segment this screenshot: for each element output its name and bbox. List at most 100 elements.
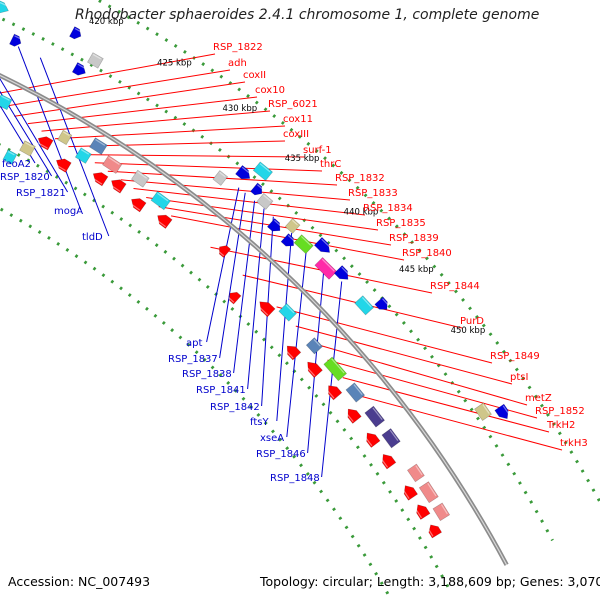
gene-feature-64: [427, 524, 443, 539]
gene-label-coxii: coxII: [243, 70, 266, 81]
gene-feature-34: [266, 218, 282, 232]
gene-shine-59: [415, 465, 423, 476]
gene-shape-51: [345, 382, 366, 403]
gene-feature-22: [102, 155, 123, 174]
gene-feature-63: [432, 502, 451, 522]
gene-shine-42: [257, 305, 269, 316]
gene-shine-64: [427, 528, 434, 537]
gene-shape-58: [494, 403, 509, 420]
topology-text: Topology: circular; Length: 3,188,609 bp…: [260, 574, 600, 589]
gene-feature-40: [333, 265, 350, 280]
gene-feature-52: [345, 408, 362, 424]
gene-shine-56: [380, 458, 389, 468]
gene-shape-19: [74, 147, 92, 164]
gene-feature-43: [278, 303, 297, 322]
gene-shine-62: [415, 508, 422, 519]
gene-shine-40: [341, 266, 350, 276]
gene-feature-14: [2, 149, 18, 165]
connector-right-13: [146, 197, 379, 231]
gene-feature-42: [257, 301, 276, 318]
backbone-highlight: [0, 74, 508, 566]
gene-feature-48: [305, 361, 323, 379]
gene-shape-50: [328, 385, 343, 401]
gene-feature-12: [87, 52, 104, 69]
gene-shine-13: [77, 63, 86, 70]
gene-shine-21: [92, 177, 103, 185]
gene-label-rsp-1820: RSP_1820: [0, 172, 50, 183]
connector-right-12: [133, 188, 366, 216]
gene-shape-42: [259, 301, 276, 318]
gene-shine-46: [285, 349, 294, 359]
connector-left-4: [17, 46, 82, 211]
gene-feature-36: [280, 233, 296, 247]
connector-right-19: [295, 325, 513, 385]
gene-shine-18: [55, 164, 66, 172]
gene-feature-11: [69, 26, 82, 40]
connector-left-11: [276, 233, 293, 422]
gene-feature-layer: [0, 0, 510, 539]
gene-feature-35: [284, 218, 301, 234]
gene-shape-17: [57, 129, 73, 146]
gene-shine-60: [402, 489, 410, 499]
gene-shine-54: [364, 436, 373, 447]
gene-shine-14: [7, 151, 15, 156]
gene-shape-62: [416, 504, 431, 520]
gene-shine-57: [482, 404, 490, 414]
gene-feature-60: [402, 485, 418, 501]
gene-shine-28: [219, 171, 226, 178]
gene-feature-21: [92, 172, 109, 187]
connector-right-4: [27, 96, 258, 125]
gene-shine-27: [156, 219, 166, 228]
gene-label-adh: adh: [228, 58, 247, 69]
gene-shape-36: [280, 233, 294, 247]
gene-label-feoa2: feoA2: [2, 159, 31, 170]
gene-shine-33: [218, 250, 225, 257]
connector-right-5: [41, 110, 271, 132]
accession-text: Accession: NC_007493: [8, 574, 151, 589]
gene-label-trkh2: TrkH2: [546, 420, 575, 431]
gene-shine-32: [263, 194, 271, 202]
gene-shape-53: [364, 405, 385, 428]
gene-label-rsp-1832: RSP_1832: [335, 173, 385, 184]
gene-shape-21: [92, 172, 109, 187]
gene-feature-37: [293, 234, 314, 255]
gene-shape-12: [87, 52, 104, 69]
gene-shine-12: [92, 53, 102, 60]
connector-right-17: [242, 274, 463, 329]
gene-feature-24: [130, 169, 150, 188]
gene-label-rsp-1821: RSP_1821: [16, 188, 66, 199]
connector-right-6: [54, 125, 286, 140]
gene-feature-17: [57, 129, 73, 146]
connector-left-12: [286, 246, 308, 438]
gene-shape-40: [333, 265, 349, 280]
gene-shine-61: [427, 482, 437, 497]
connector-right-2: [0, 69, 231, 108]
gene-shape-47: [305, 337, 323, 355]
gene-shape-57: [474, 402, 492, 422]
backbone-layer: [0, 73, 509, 566]
connector-left-3: [0, 77, 69, 193]
connector-left-13: [307, 264, 325, 454]
gene-feature-28: [212, 170, 229, 186]
gene-label-rsp-1833: RSP_1833: [348, 188, 398, 199]
gene-shine-22: [108, 156, 120, 165]
gene-label-rsp-1835: RSP_1835: [376, 218, 426, 229]
kbp-label-9: 450 kbp: [451, 326, 486, 336]
gene-shape-49: [323, 356, 348, 382]
connector-right-3: [14, 81, 246, 117]
gene-shine-19: [80, 149, 90, 155]
gene-label-thrc: thrC: [320, 159, 341, 170]
gene-shine-30: [259, 163, 271, 173]
kbp-label-6: 435 kbp: [285, 154, 320, 164]
connector-left-14: [321, 281, 343, 478]
kbp-label-5: 430 kbp: [222, 104, 257, 114]
gene-shine-20: [95, 139, 106, 146]
gene-feature-50: [326, 385, 343, 401]
gene-feature-47: [305, 337, 323, 355]
gene-label-rsp-1849: RSP_1849: [490, 351, 540, 362]
gene-label-rsp-1822: RSP_1822: [213, 42, 263, 53]
gene-feature-62: [415, 504, 431, 520]
gene-label-rsp-1848: RSP_1848: [270, 473, 320, 484]
gene-label-ftsy: ftsY: [250, 417, 269, 428]
gene-feature-27: [156, 214, 173, 229]
